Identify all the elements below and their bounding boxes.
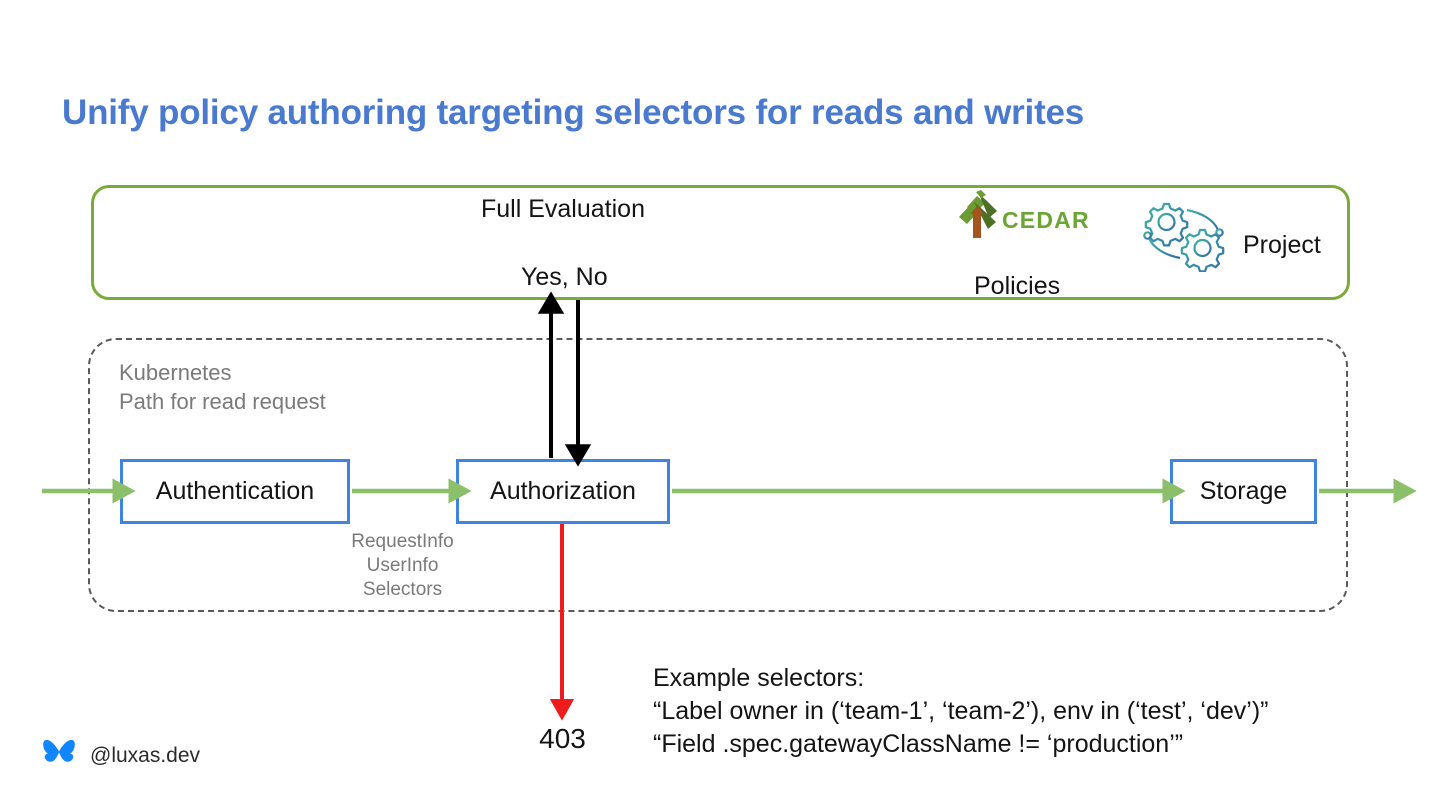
footer-handle: @luxas.dev	[42, 738, 200, 773]
kubernetes-boundary	[88, 338, 1348, 612]
selector-payload-label: RequestInfo UserInfo Selectors	[351, 531, 454, 600]
gears-icon	[1138, 196, 1230, 273]
component-box-authentication[interactable]: Authentication	[120, 459, 350, 524]
policies-label: Policies	[974, 272, 1061, 300]
bluesky-butterfly-icon	[42, 738, 76, 773]
page-title: Unify policy authoring targeting selecto…	[62, 93, 1085, 132]
cedar-tree-icon	[959, 190, 997, 238]
cedar-logo: CEDAR	[955, 190, 1089, 244]
component-box-authorization[interactable]: Authorization	[456, 459, 670, 524]
example-selectors-text: Example selectors: “Label owner in (‘tea…	[653, 664, 1269, 758]
project-label: Project	[1243, 231, 1321, 259]
footer-handle-text: @luxas.dev	[90, 743, 201, 767]
policy-engine-panel	[91, 185, 1350, 300]
deny-code-label: 403	[539, 723, 586, 754]
full-evaluation-label: Full Evaluation	[481, 195, 645, 223]
cedar-wordmark: CEDAR	[1002, 207, 1090, 233]
component-box-storage[interactable]: Storage	[1170, 459, 1317, 524]
yes-no-label: Yes, No	[521, 263, 608, 291]
kubernetes-boundary-label: Kubernetes Path for read request	[119, 360, 326, 414]
